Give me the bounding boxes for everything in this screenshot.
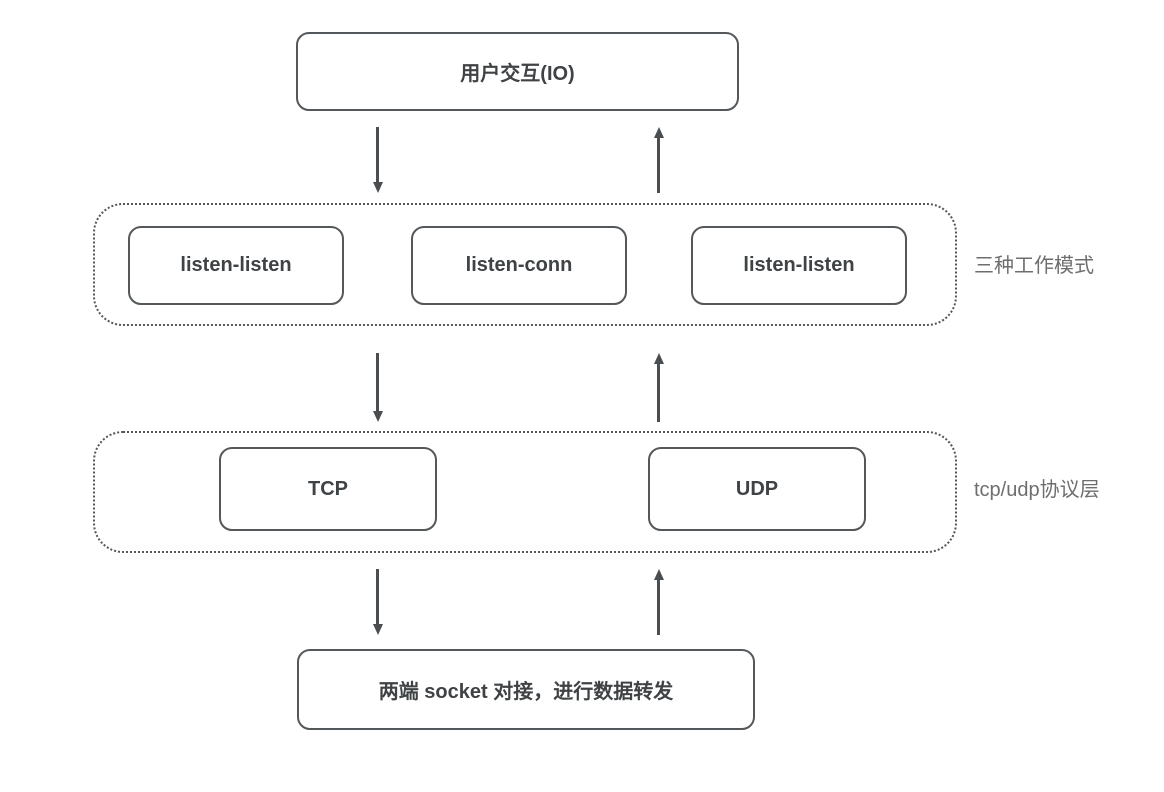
node-listen-conn-label: listen-conn (465, 254, 573, 276)
node-listen-conn: listen-conn (411, 226, 627, 305)
arrow-down-protocol-to-socket-icon (376, 569, 379, 624)
protocol-layer-label: tcp/udp协议层 (974, 479, 1100, 501)
protocol-layer-container (93, 431, 957, 553)
node-user-io: 用户交互(IO) (296, 32, 739, 111)
node-listen-listen-2: listen-listen (691, 226, 907, 305)
arrow-up-modes-to-io-icon (657, 138, 660, 193)
node-socket-forwarding: 两端 socket 对接，进行数据转发 (297, 649, 755, 730)
modes-layer-label: 三种工作模式 (974, 255, 1094, 277)
node-user-io-label: 用户交互(IO) (460, 63, 575, 85)
arrow-down-io-to-modes-icon (376, 127, 379, 182)
node-listen-listen-1: listen-listen (128, 226, 344, 305)
arrow-up-socket-to-protocol-icon (657, 580, 660, 635)
node-udp-label: UDP (735, 477, 779, 500)
node-listen-listen-2-label: listen-listen (743, 254, 855, 276)
node-tcp-label: TCP (308, 477, 348, 500)
node-listen-listen-1-label: listen-listen (180, 254, 292, 276)
arrow-down-modes-to-protocol-icon (376, 353, 379, 411)
modes-layer-container (93, 203, 957, 326)
arrow-up-protocol-to-modes-icon (657, 364, 660, 422)
node-tcp: TCP (219, 447, 437, 531)
node-udp: UDP (648, 447, 866, 531)
node-socket-forwarding-label: 两端 socket 对接，进行数据转发 (378, 681, 674, 703)
